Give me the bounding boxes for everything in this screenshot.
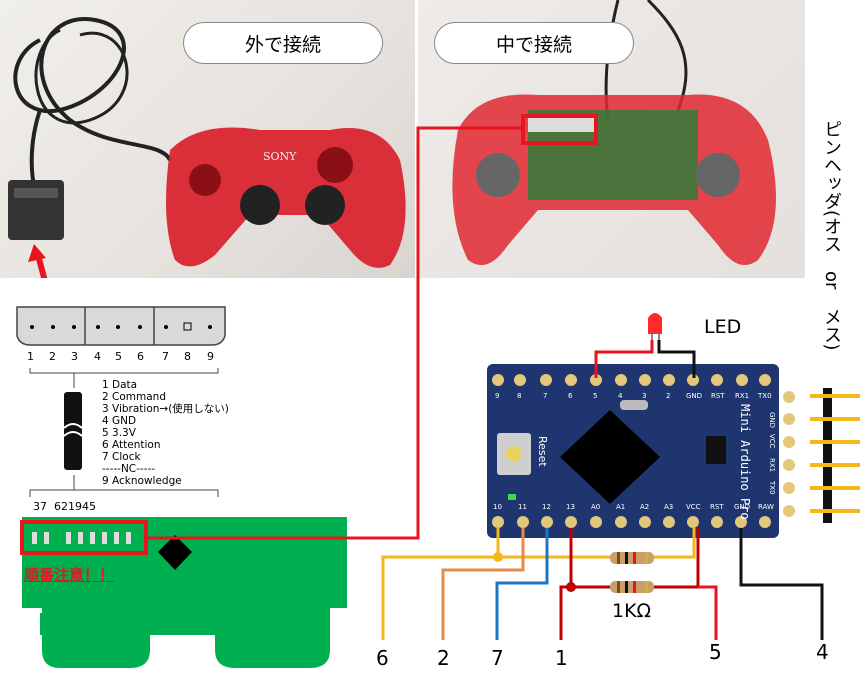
top-pin-label: RX1 [735, 392, 750, 400]
led-label: LED [704, 316, 742, 338]
board-pin-order: 37 621945 [33, 500, 96, 513]
resistor-label: 1KΩ [612, 600, 652, 622]
pcb-pads [32, 532, 131, 544]
resistor-icon-1 [610, 552, 654, 564]
wire-number: 6 [376, 646, 389, 670]
legend-line: 9 Acknowledge [102, 475, 182, 487]
legend-line: 1 Data [102, 379, 138, 391]
arduino-top-pins [492, 374, 771, 386]
pin-header-icon [810, 388, 860, 523]
led-icon [648, 313, 662, 342]
pin-number: 6 [137, 350, 144, 363]
top-pin-label: 5 [593, 392, 598, 400]
bottom-pin-label: A2 [640, 503, 650, 511]
resistor-icon-2 [610, 581, 654, 593]
legend-line: 7 Clock [102, 451, 141, 463]
psx-connector-icon [16, 306, 226, 346]
legend-line: 5 3.3V [102, 427, 136, 439]
top-pin-label: 4 [618, 392, 623, 400]
wire-clock [495, 528, 549, 640]
bottom-pin-label: 13 [566, 503, 575, 511]
bottom-pin-label: RST [710, 503, 724, 511]
arduino-bottom-pins [492, 516, 771, 528]
top-pin-label: 8 [517, 392, 522, 400]
wire-number: 1 [555, 646, 568, 670]
top-pin-label: GND [686, 392, 703, 400]
top-pin-label: BLK [782, 370, 796, 378]
top-pin-label: 9 [495, 392, 500, 400]
bottom-pin-label: 10 [493, 503, 502, 511]
wire-vcc [698, 585, 718, 640]
controller-inside-illustration [452, 0, 776, 265]
wire-number: 5 [709, 640, 722, 664]
wire-gnd [739, 528, 824, 640]
bottom-pin-label: A1 [616, 503, 626, 511]
bottom-pin-label: 11 [518, 503, 527, 511]
inside-label: 中で接続 [434, 22, 634, 64]
pin-number: 1 [27, 350, 34, 363]
pin-number: 4 [94, 350, 101, 363]
wire-number: 7 [491, 646, 504, 670]
wire-command [441, 528, 525, 640]
pin-number: 3 [71, 350, 78, 363]
pin-number: 8 [184, 350, 191, 363]
legend-line: 2 Command [102, 391, 166, 403]
sony-logo: SONY [263, 150, 297, 163]
cable-icon [63, 392, 83, 470]
bottom-pin-label: 12 [542, 503, 551, 511]
side-pin-label: RX1 [768, 458, 776, 473]
inner-connector-highlight [521, 114, 598, 145]
side-pin-label: VCC [768, 434, 776, 449]
wire-attention [381, 528, 500, 640]
pin-number: 9 [207, 350, 214, 363]
top-pin-label: RST [711, 392, 725, 400]
legend-line: -----NC----- [102, 463, 156, 475]
top-pin-label: 6 [568, 392, 573, 400]
bottom-pin-label: A3 [664, 503, 674, 511]
board-name: Mini Arduino Pro [738, 404, 752, 520]
bottom-pin-label: RAW [758, 503, 774, 511]
legend-line: 6 Attention [102, 439, 161, 451]
pin-number: 7 [162, 350, 169, 363]
order-warning: 順番注意！！ [24, 566, 115, 584]
top-pin-label: 2 [666, 392, 671, 400]
top-pin-label: 3 [642, 392, 647, 400]
board-name-line1: Arduino Pro [738, 440, 752, 520]
arduino-board [487, 364, 779, 538]
pin-number: 2 [49, 350, 56, 363]
controller-outside-illustration: SONY [8, 17, 406, 278]
reset-label: Reset [536, 436, 549, 467]
bottom-pin-label: VCC [686, 503, 701, 511]
pin-header-label: ピンヘッダ(オス or メス) [821, 120, 842, 351]
top-pin-label: TX0 [758, 392, 772, 400]
wire-number: 4 [816, 640, 829, 664]
bottom-pin-label: GRN [782, 528, 798, 536]
side-pin-label: TX0 [768, 481, 776, 495]
side-pin-label: GND [768, 412, 776, 429]
top-pin-label: 7 [543, 392, 548, 400]
legend-line: 3 Vibration→(使用しない) [102, 403, 229, 415]
wire-number: 2 [437, 646, 450, 670]
bottom-pin-label: A0 [591, 503, 601, 511]
board-name-line2: Mini [738, 404, 752, 433]
bottom-pin-label: GND [734, 503, 751, 511]
outside-label: 外で接続 [183, 22, 383, 64]
legend-line: 4 GND [102, 415, 137, 427]
arduino-side-pins [783, 391, 795, 517]
pin-number: 5 [115, 350, 122, 363]
